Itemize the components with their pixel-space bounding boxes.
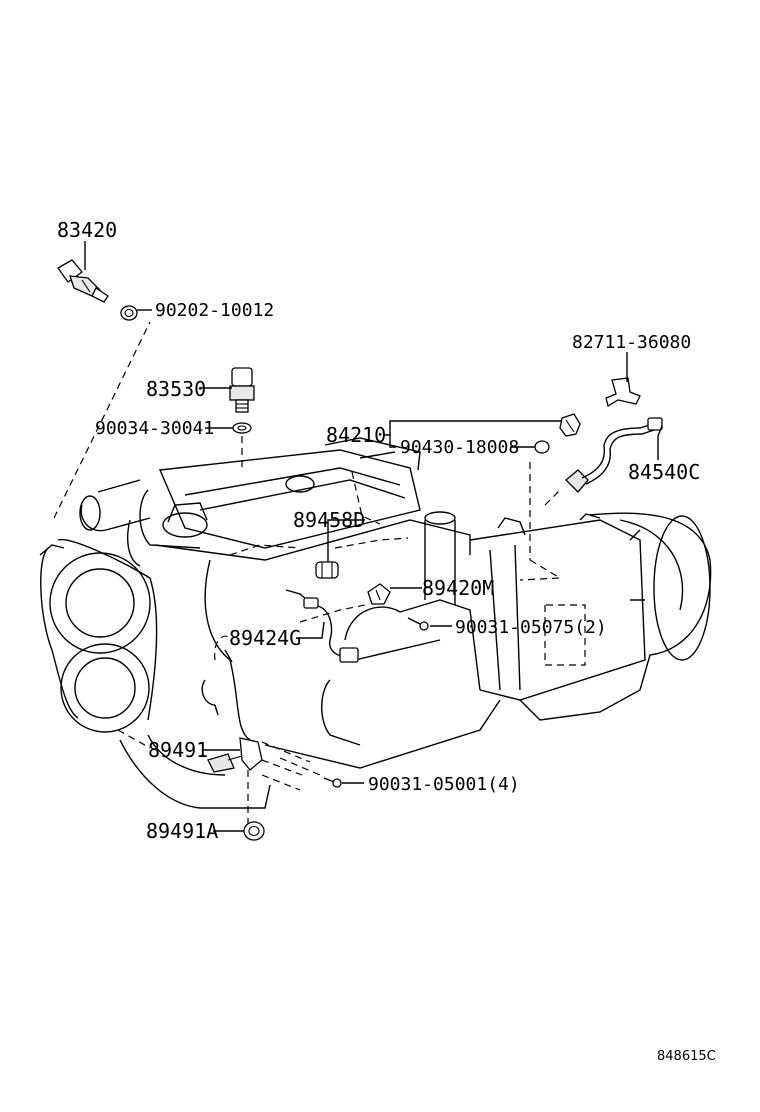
part-labels: 83420 90202-10012 83530 90034-30041 8271… xyxy=(57,218,700,843)
part-number-83420[interactable]: 83420 xyxy=(57,218,117,242)
part-number-90034-30041[interactable]: 90034-30041 xyxy=(95,418,214,439)
part-number-90031-05001[interactable]: 90031-05001(4) xyxy=(368,774,520,795)
temperature-sender-part[interactable] xyxy=(559,413,581,437)
part-number-84210[interactable]: 84210 xyxy=(326,423,386,447)
part-number-90031-05075[interactable]: 90031-05075(2) xyxy=(455,617,607,638)
washer-90034-part[interactable] xyxy=(232,422,252,434)
crank-position-sensor-part[interactable] xyxy=(207,737,263,773)
water-temperature-sensor-part[interactable] xyxy=(57,259,109,303)
part-number-89491[interactable]: 89491 xyxy=(148,738,208,762)
engine-assembly-drawing xyxy=(39,321,712,828)
vacuum-sensor-part[interactable] xyxy=(367,583,391,605)
sensor-ring-part[interactable] xyxy=(243,821,265,841)
part-number-84540c[interactable]: 84540C xyxy=(628,460,700,484)
part-number-90430-18008[interactable]: 90430-18008 xyxy=(400,437,519,458)
bolt-90031-05075-part[interactable] xyxy=(407,617,429,631)
intake-air-temp-sensor-part[interactable] xyxy=(285,589,359,663)
oil-pressure-switch-part[interactable] xyxy=(229,367,255,413)
diagram-reference-code: 848615C xyxy=(657,1049,716,1064)
part-number-83530[interactable]: 83530 xyxy=(146,377,206,401)
knock-sensor-part[interactable] xyxy=(315,561,339,579)
wiring-clamp-part[interactable] xyxy=(605,377,641,408)
gasket-90202-part[interactable] xyxy=(120,305,138,321)
part-number-89420m[interactable]: 89420M xyxy=(422,576,494,600)
speed-sensor-switch-part[interactable] xyxy=(565,417,663,493)
part-number-89424g[interactable]: 89424G xyxy=(229,626,301,650)
part-number-90202-10012[interactable]: 90202-10012 xyxy=(155,300,274,321)
part-number-89491a[interactable]: 89491A xyxy=(146,819,218,843)
part-number-82711-36080[interactable]: 82711-36080 xyxy=(572,332,691,353)
leader-lines xyxy=(84,241,663,832)
part-number-89458d[interactable]: 89458D xyxy=(293,508,365,532)
gasket-90430-part[interactable] xyxy=(534,440,550,454)
bolt-90031-05001-part[interactable] xyxy=(323,777,342,788)
